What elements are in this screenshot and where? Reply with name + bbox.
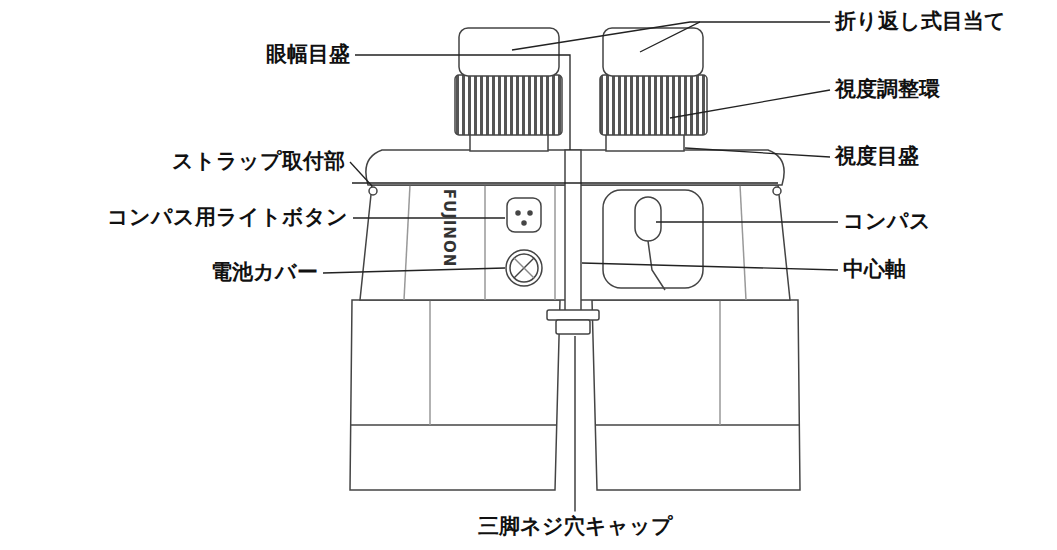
button-dot — [516, 211, 520, 215]
part-label: 視度目盛 — [835, 145, 919, 168]
strap-lug — [773, 187, 781, 195]
housing-line — [554, 185, 556, 300]
battery-slot — [514, 258, 534, 278]
battery-cover — [506, 250, 542, 286]
eyecup — [603, 28, 703, 76]
diopter-ring — [455, 75, 562, 135]
button-dot — [528, 211, 532, 215]
tripod-cap — [547, 310, 599, 320]
housing-line — [740, 185, 746, 300]
leader-line — [352, 182, 778, 183]
barrel-line — [719, 300, 721, 425]
leader-line — [640, 22, 830, 52]
left-objective-barrel — [350, 300, 560, 490]
tripod-cap — [556, 320, 590, 334]
leader-line — [353, 217, 505, 218]
brand-name: FUJINON — [441, 189, 458, 267]
strap-lug — [369, 187, 377, 195]
compass-dial — [635, 197, 661, 241]
leader-line — [574, 336, 575, 511]
leader-line — [323, 268, 505, 273]
leader-line — [350, 162, 372, 186]
leader-line — [582, 263, 838, 270]
leader-line — [656, 221, 838, 222]
light-button — [507, 198, 541, 232]
compass-window — [603, 190, 703, 288]
button-dot — [522, 221, 526, 225]
part-label: 中心軸 — [843, 258, 906, 281]
diopter-ring — [600, 75, 707, 135]
battery-slot — [514, 258, 534, 278]
leader-line — [670, 90, 830, 118]
right-objective-barrel — [592, 300, 800, 490]
part-label: コンパス — [843, 210, 931, 233]
part-label: ストラップ取付部 — [172, 150, 345, 173]
leader-line — [685, 148, 830, 157]
part-label: コンパス用ライトボタン — [107, 206, 348, 229]
barrel-band — [351, 424, 556, 426]
center-shaft — [565, 150, 581, 312]
leader-line — [512, 22, 700, 50]
part-label: 電池カバー — [211, 261, 318, 284]
part-label: 折り返し式目当て — [835, 10, 1006, 33]
eyecup — [459, 28, 559, 76]
barrel-band — [596, 424, 799, 426]
part-label: 三脚ネジ穴キャップ — [478, 515, 673, 538]
barrel-line — [429, 300, 431, 425]
battery-cover — [510, 254, 538, 282]
part-label: 視度調整環 — [835, 78, 940, 101]
housing-line — [404, 185, 410, 300]
part-label: 眼幅目盛 — [266, 43, 350, 66]
leader-line — [355, 55, 570, 150]
housing-line — [484, 185, 486, 300]
